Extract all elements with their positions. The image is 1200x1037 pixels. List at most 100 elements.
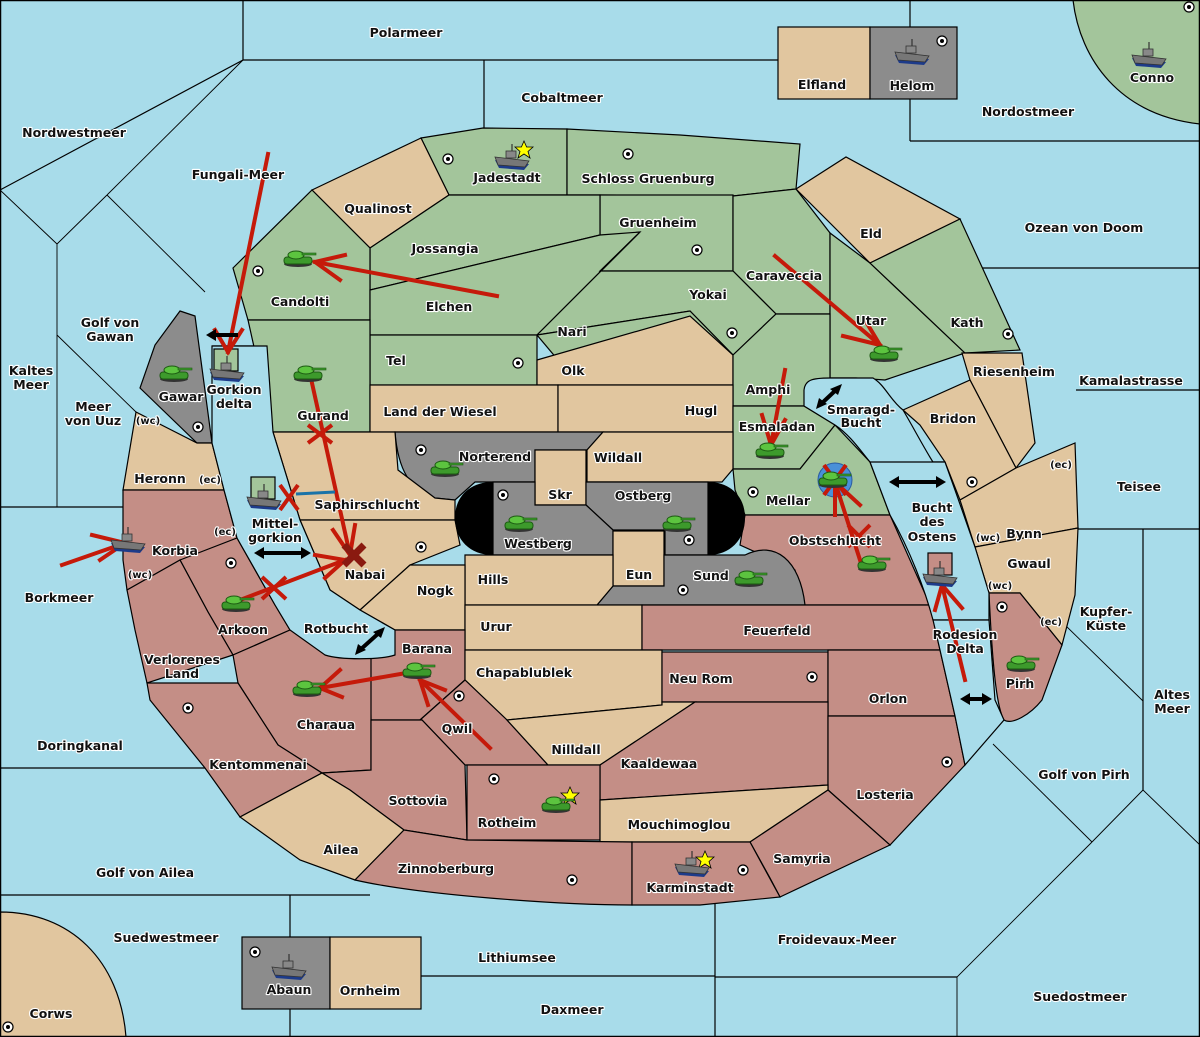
label-ostberg: Ostberg	[615, 488, 672, 503]
territory-riesenheim[interactable]	[961, 352, 1036, 470]
label-amphi: Amphi	[746, 382, 791, 397]
label-riesenheim: Riesenheim	[973, 364, 1055, 379]
label-uuz-2: von Uuz	[65, 413, 121, 428]
label-utar: Utar	[856, 313, 888, 328]
label-gwaul-ec: (ec)	[1040, 617, 1062, 628]
territory-land-der-wiesel[interactable]	[369, 384, 559, 433]
label-kupfer: Kupfer-	[1080, 604, 1133, 619]
label-golf-gawan: Golf von	[81, 315, 140, 330]
label-ailea: Ailea	[323, 842, 358, 857]
territory-hugl[interactable]	[557, 384, 734, 433]
army-ostberg	[662, 515, 696, 533]
label-mellar: Mellar	[766, 493, 811, 508]
army-gawar	[159, 365, 193, 383]
label-karminstadt: Karminstadt	[646, 880, 733, 895]
label-bynn: Bynn	[1006, 526, 1041, 541]
sea-mittelgorkion[interactable]	[211, 345, 396, 660]
label-rodesion: Rodesion	[933, 627, 998, 642]
label-suedwestmeer: Suedwestmeer	[114, 930, 220, 945]
impassable-west	[455, 482, 493, 555]
label-nilldall: Nilldall	[551, 742, 600, 757]
territory-tel[interactable]	[369, 334, 538, 386]
label-gwaul-wc: (wc)	[988, 581, 1012, 592]
label-rotbucht: Rotbucht	[304, 621, 368, 636]
label-bucht-3: Ostens	[908, 529, 957, 544]
label-qualinost: Qualinost	[344, 201, 411, 216]
label-kamala: Kamalastrasse	[1079, 373, 1183, 388]
label-gwaul: Gwaul	[1007, 556, 1050, 571]
label-kentommenai: Kentommenai	[209, 757, 307, 772]
label-helom: Helom	[890, 78, 935, 93]
label-kath: Kath	[951, 315, 984, 330]
label-golf-ailea: Golf von Ailea	[96, 865, 194, 880]
label-mouchi: Mouchimoglou	[628, 817, 731, 832]
label-qwil: Qwil	[442, 721, 473, 736]
label-charaua: Charaua	[297, 717, 355, 732]
label-heronn: Heronn	[134, 471, 186, 486]
territory-wildall[interactable]	[586, 431, 734, 483]
order-arrows	[59, 151, 968, 751]
label-esmaladan: Esmaladan	[739, 419, 815, 434]
army-utar	[869, 345, 903, 363]
label-korbia: Korbia	[152, 543, 198, 558]
label-lithiumsee: Lithiumsee	[478, 950, 556, 965]
label-cobaltmeer: Cobaltmeer	[521, 90, 603, 105]
army-mellar-dislodged	[818, 471, 852, 489]
label-golf-pirh: Golf von Pirh	[1038, 767, 1129, 782]
label-caraveccia: Caraveccia	[746, 268, 822, 283]
army-rotheim	[541, 796, 575, 814]
label-bridon: Bridon	[930, 411, 976, 426]
label-hugl: Hugl	[685, 403, 718, 418]
territory-skr[interactable]	[534, 449, 587, 506]
territory-neu-rom[interactable]	[661, 651, 829, 703]
sea-smaragd-bucht[interactable]	[803, 377, 947, 481]
army-charaua	[292, 680, 326, 698]
sea-labels: Polarmeer Cobaltmeer Nordwestmeer Fungal…	[8, 24, 1192, 1018]
sea-bucht-des-ostens[interactable]	[869, 461, 990, 621]
label-kaaldewaa: Kaaldewaa	[621, 756, 698, 771]
label-heronn-ec: (ec)	[199, 475, 221, 486]
label-verlorenes-2: Land	[165, 666, 199, 681]
label-rotheim: Rotheim	[478, 815, 537, 830]
label-nogk: Nogk	[417, 583, 454, 598]
territory-losteria[interactable]	[827, 715, 966, 846]
sea-rodesion-delta[interactable]	[932, 619, 1005, 767]
label-schloss: Schloss Gruenburg	[581, 171, 714, 186]
label-suedostmeer: Suedostmeer	[1033, 989, 1127, 1004]
label-obstschlucht: Obstschlucht	[789, 533, 881, 548]
label-skr: Skr	[548, 487, 572, 502]
territory-elfland[interactable]	[777, 26, 871, 100]
label-tel: Tel	[386, 353, 406, 368]
label-norterend: Norterend	[459, 449, 531, 464]
army-arkoon	[221, 595, 255, 613]
army-obstschlucht	[857, 555, 891, 573]
label-arkoon: Arkoon	[218, 622, 268, 637]
label-gruenheim: Gruenheim	[619, 215, 696, 230]
territory-eun[interactable]	[612, 530, 665, 587]
territory-corws[interactable]	[0, 911, 127, 1037]
label-conno: Conno	[1130, 70, 1175, 85]
label-ozean: Ozean von Doom	[1025, 220, 1144, 235]
territory-ornheim[interactable]	[329, 936, 422, 1010]
label-mittel: Mittel-	[252, 516, 299, 531]
label-zinnoberburg: Zinnoberburg	[398, 861, 494, 876]
label-ornheim: Ornheim	[340, 983, 400, 998]
label-gawar-wc: (wc)	[136, 416, 160, 427]
label-feuerfeld: Feuerfeld	[743, 623, 810, 638]
label-losteria: Losteria	[856, 787, 913, 802]
territory-orlon[interactable]	[827, 649, 956, 717]
label-kupfer-2: Küste	[1086, 618, 1126, 633]
label-smaragd-2: Bucht	[841, 415, 882, 430]
label-orlon: Orlon	[869, 691, 908, 706]
label-chapa: Chapablublek	[476, 665, 573, 680]
territory-kath[interactable]	[868, 218, 1021, 354]
label-elchen: Elchen	[426, 299, 473, 314]
label-corws: Corws	[30, 1006, 73, 1021]
army-gurand	[293, 365, 327, 383]
label-gorkion: Gorkion	[206, 382, 261, 397]
label-gurand: Gurand	[297, 408, 349, 423]
label-borkmeer: Borkmeer	[25, 590, 95, 605]
label-sund: Sund	[693, 568, 729, 583]
label-golf-gawan-2: Gawan	[86, 329, 134, 344]
army-esmaladan	[755, 442, 789, 460]
